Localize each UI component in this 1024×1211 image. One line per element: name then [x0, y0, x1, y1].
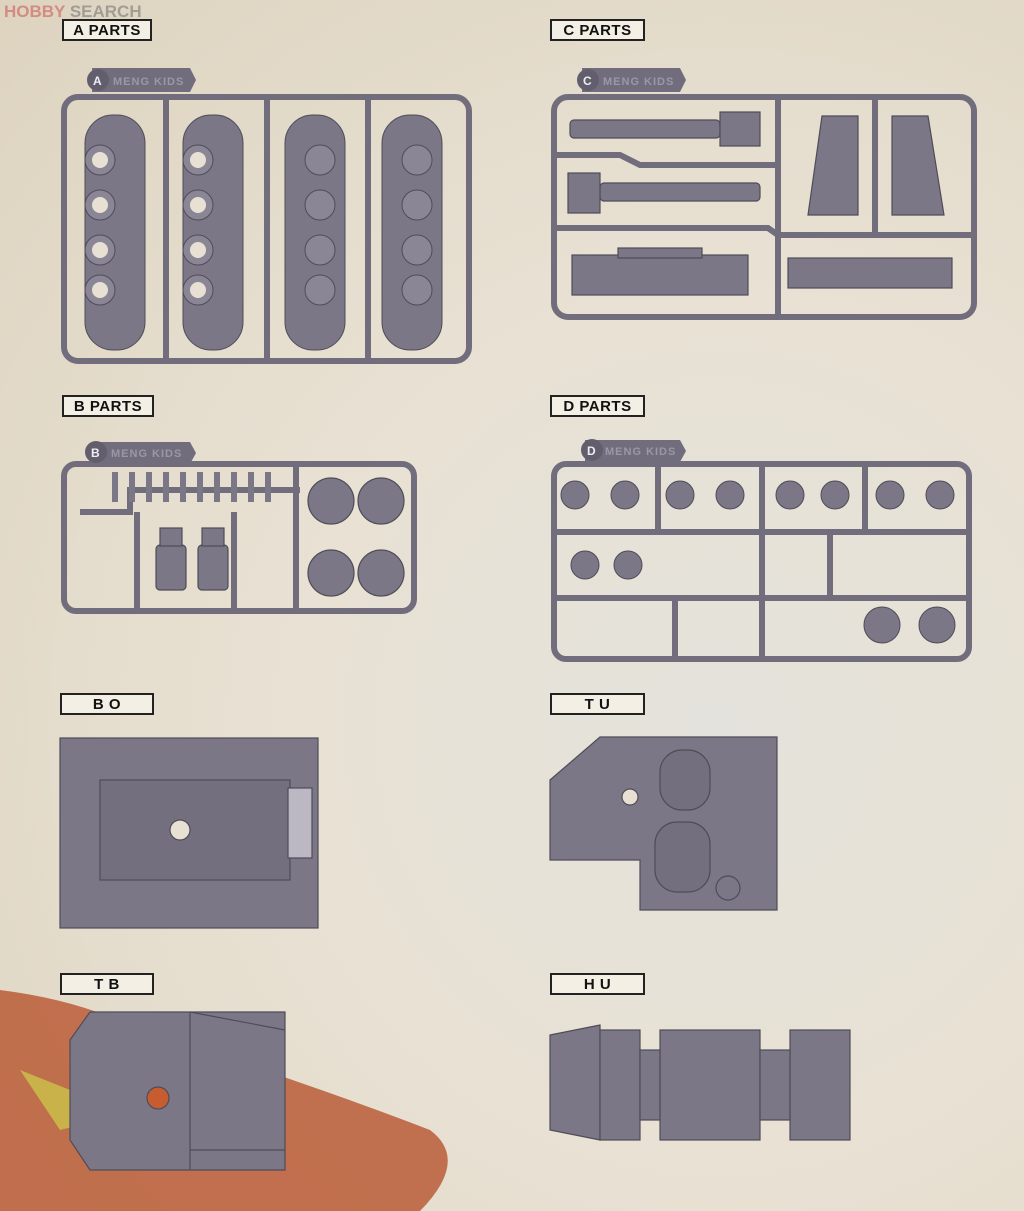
c-parts-label: C PARTS: [550, 19, 645, 41]
tu-turret-part: [549, 736, 778, 911]
tag-text-d: MENG KIDS: [605, 446, 676, 458]
wheel-hole: [190, 152, 206, 168]
road-wheel: [401, 189, 433, 221]
wheel-hole: [92, 197, 108, 213]
small-part: [129, 472, 135, 502]
small-part: [231, 472, 237, 502]
tb-part: [69, 1011, 286, 1171]
tag-letter-d: D: [587, 444, 596, 458]
engine-deck: [571, 254, 749, 296]
sprue-b-frame: [61, 461, 417, 614]
small-part: [146, 472, 152, 502]
grille-part: [787, 257, 953, 289]
small-part: [197, 472, 203, 502]
tag-letter-a: A: [93, 74, 102, 88]
d-parts-label: D PARTS: [550, 395, 645, 417]
armor-plate: [807, 115, 859, 216]
sprocket-part: [613, 550, 643, 580]
watermark: HOBBY SEARCH: [4, 2, 142, 21]
barrel-part: [569, 119, 721, 139]
tag-text-b: MENG KIDS: [111, 448, 182, 460]
small-part: [248, 472, 254, 502]
small-part: [214, 472, 220, 502]
bo-label: B O: [60, 693, 154, 715]
tag-letter-b: B: [91, 446, 100, 460]
b-parts-label: B PARTS: [62, 395, 154, 417]
tag-text-c: MENG KIDS: [603, 76, 674, 88]
drive-sprocket-part: [918, 606, 956, 644]
road-wheel: [304, 144, 336, 176]
road-wheel: [304, 189, 336, 221]
small-part: [180, 472, 186, 502]
sprocket-part: [875, 480, 905, 510]
wheel-hole: [92, 152, 108, 168]
tag-letter-c: C: [583, 74, 592, 88]
small-part: [112, 472, 118, 502]
hu-label: H U: [550, 973, 645, 995]
wheel-hole: [92, 242, 108, 258]
tu-label: T U: [550, 693, 645, 715]
small-part: [163, 472, 169, 502]
road-wheel: [304, 274, 336, 306]
wheel-hole: [190, 282, 206, 298]
wheel-hole: [190, 242, 206, 258]
sprocket-part: [775, 480, 805, 510]
road-wheel: [304, 234, 336, 266]
sprue-tags: [85, 68, 686, 464]
wheel-hole: [92, 282, 108, 298]
road-wheel: [401, 144, 433, 176]
road-wheel: [401, 274, 433, 306]
drive-sprocket-part: [863, 606, 901, 644]
sprocket-part: [925, 480, 955, 510]
barrel-part: [599, 182, 761, 202]
road-wheel: [401, 234, 433, 266]
sprue-c-frame: [551, 94, 977, 320]
a-parts-label: A PARTS: [62, 19, 152, 41]
wheel-hole: [190, 197, 206, 213]
small-part: [265, 472, 271, 502]
hu-part: [549, 1024, 601, 1141]
tag-text-a: MENG KIDS: [113, 76, 184, 88]
armor-plate: [891, 115, 945, 216]
tb-label: T B: [60, 973, 154, 995]
sprocket-part: [570, 550, 600, 580]
sprocket-part: [610, 480, 640, 510]
sprocket-part: [715, 480, 745, 510]
sprocket-part: [560, 480, 590, 510]
sprocket-part: [820, 480, 850, 510]
sprocket-part: [665, 480, 695, 510]
